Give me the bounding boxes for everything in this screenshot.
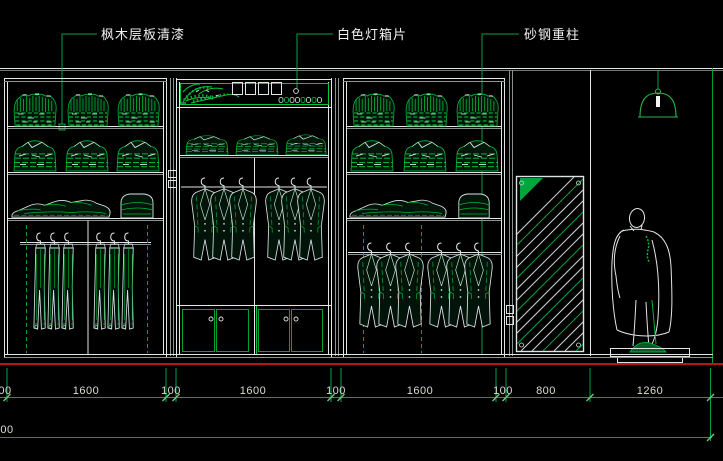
wardrobe-unit-1 (4, 78, 167, 357)
door-knob (293, 316, 299, 322)
light-box (176, 79, 332, 108)
folded-pile (120, 193, 154, 219)
mannequin-foot-mound (629, 341, 667, 353)
display-zone (590, 70, 690, 363)
cabinet-door (291, 309, 323, 352)
leader-marker-circle (293, 88, 299, 94)
folded-clothes-stack (116, 140, 160, 172)
hanging-pants (121, 232, 135, 330)
callout-label-lightbox: 白色灯箱片 (337, 27, 407, 42)
dim-text: 1600 (407, 385, 433, 397)
folded-clothes-stack (455, 140, 499, 172)
folded-clothes-stack (285, 134, 327, 155)
folded-clothes-stack (185, 135, 229, 155)
hanging-jacket (229, 177, 257, 261)
wardrobe-unit-2 (176, 78, 332, 357)
hanging-jacket (464, 242, 493, 328)
lightbox-small-text-row (278, 97, 322, 103)
wardrobe-unit-3-frame (343, 78, 505, 357)
leader-line-lightbox (296, 33, 333, 88)
cabinet-door (258, 309, 290, 352)
dimension-annotations: 00 1600 100 1600 100 1600 100 800 1260 0… (0, 368, 723, 442)
folded-clothes-stack (405, 93, 448, 127)
dimension-extension-lines (6, 368, 711, 441)
mirror-screw (576, 180, 581, 186)
pendant-lamp (638, 70, 678, 118)
mannequin-base (610, 348, 690, 363)
callout-label-maple-shelf: 枫木层板清漆 (101, 27, 185, 42)
folded-clothes-stack (13, 93, 57, 127)
hanging-pants (33, 232, 47, 330)
mirror-corner-triangle (520, 178, 543, 201)
mannequin-figure (611, 208, 673, 353)
dim-text-overall: 00 (0, 424, 13, 436)
lamp-bulb (656, 96, 660, 107)
cabinet-door (182, 309, 215, 352)
jeans-pile (11, 199, 111, 218)
folded-clothes-stack (13, 140, 57, 172)
hanging-pants (93, 232, 107, 330)
dim-text: 100 (493, 385, 513, 397)
mirror-hatch (517, 177, 583, 351)
folded-pile (458, 193, 490, 219)
hanging-pants (47, 232, 61, 330)
folded-clothes-stack (235, 135, 279, 155)
dim-text: 1600 (73, 385, 99, 397)
door-knob (218, 316, 224, 322)
dim-text: 100 (326, 385, 346, 397)
dim-text: 800 (536, 385, 556, 397)
jeans-pile (349, 199, 447, 218)
callout-label-steel-column: 砂钢重柱 (524, 27, 580, 42)
wardrobe-unit-3 (343, 78, 505, 357)
lower-door-cabinet (182, 306, 323, 354)
dimension-ticks-1 (3, 393, 715, 402)
floor-lines (0, 354, 723, 365)
folded-clothes-stack (65, 140, 109, 172)
wardrobe-unit-2-frame (176, 78, 332, 357)
dimension-texts-row-1: 00 1600 100 1600 100 1600 100 800 1260 (0, 385, 663, 397)
dim-text: 1600 (240, 385, 266, 397)
callout-group: 枫木层板清漆 白色灯箱片 砂钢重柱 (58, 27, 580, 355)
lightbox-logo-squares (232, 82, 282, 95)
folded-clothes-stack (403, 140, 447, 172)
door-knob (283, 316, 289, 322)
leader-line-steel-column (481, 33, 519, 355)
hanging-pants (61, 232, 75, 330)
mirror-screw (576, 342, 581, 348)
cabinet-door (216, 309, 249, 352)
hanging-pants (107, 232, 121, 330)
dim-text: 100 (161, 385, 181, 397)
mirror-panel (515, 175, 585, 353)
plant-graphic (181, 83, 240, 104)
ceiling-line (0, 68, 723, 364)
leader-line-maple-shelf (61, 33, 97, 124)
folded-clothes-stack (117, 93, 160, 127)
hanging-jacket (395, 242, 424, 328)
folded-clothes-stack (350, 140, 394, 172)
dim-text: 1260 (637, 385, 663, 397)
dimension-tick-2 (706, 433, 715, 442)
hanging-jacket (297, 177, 325, 261)
partition-column-2 (335, 78, 339, 356)
partition-column-3 (506, 70, 514, 356)
wardrobe-unit-1-frame (4, 78, 167, 357)
folded-clothes-stack (67, 93, 109, 127)
folded-clothes-stack (456, 93, 499, 127)
partition-column-1 (168, 78, 177, 356)
folded-clothes-stack (352, 93, 395, 127)
mirror-screw (519, 342, 524, 348)
mirror-screw (519, 180, 524, 186)
door-knob (208, 316, 214, 322)
dim-text: 00 (0, 385, 12, 397)
